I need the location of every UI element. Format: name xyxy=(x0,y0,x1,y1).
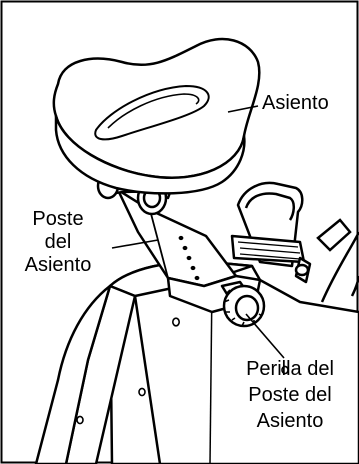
seat-post-label-line-2: del xyxy=(44,231,72,253)
seat-post-holes xyxy=(178,235,200,281)
pedal-icon xyxy=(230,181,312,284)
crank-arm xyxy=(316,218,352,252)
seat-post-knob-label: Perilla del Poste del Asiento xyxy=(230,356,350,434)
frame-rivets xyxy=(76,317,289,425)
seat-post-label-line-1: Poste xyxy=(32,208,84,230)
seat-label: Asiento xyxy=(262,92,329,115)
seat xyxy=(52,37,261,195)
seat-label-text: Asiento xyxy=(262,92,329,114)
seat-post-knob-label-line-1: Perilla del xyxy=(246,358,334,380)
seat-post-knob-label-line-2: Poste del xyxy=(248,384,332,406)
seat-post-label: Poste del Asiento xyxy=(6,208,110,277)
seat-post-knob-icon xyxy=(220,280,266,328)
leader-lines xyxy=(111,105,285,359)
seat-post-knob-label-line-3: Asiento xyxy=(256,410,324,432)
seat-post-label-line-3: Asiento xyxy=(24,254,92,276)
